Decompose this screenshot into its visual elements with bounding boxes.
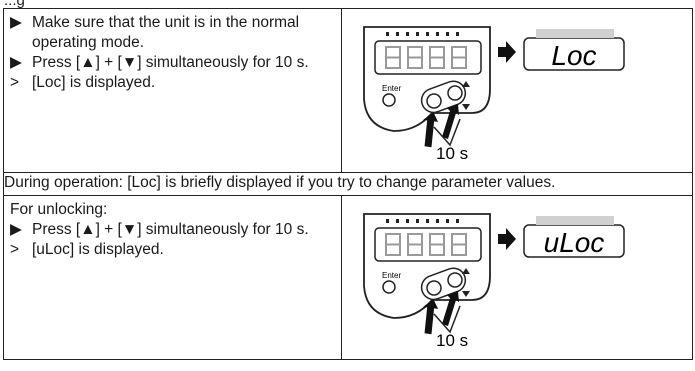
arrow-marker-icon: ▶ [10, 14, 22, 31]
down-triangle-icon [462, 104, 470, 110]
unlock-device-figure: Enter 10 s uLoc [363, 213, 625, 350]
time-bracket [433, 118, 461, 147]
unlock-step-2-text: [uLoc] is displayed. [32, 241, 164, 258]
operation-row: During operation: [Loc] is briefly displ… [3, 172, 693, 196]
press-arrow-down-icon [423, 112, 439, 148]
result-display-text: uLoc [544, 227, 605, 258]
lock-step-3-text: [Loc] is displayed. [32, 74, 156, 91]
lock-figure-cell: Enter 10 s Loc [341, 8, 693, 173]
up-triangle-icon [462, 268, 470, 274]
up-button [447, 85, 463, 101]
lock-step-3: > [Loc] is displayed. [10, 73, 333, 93]
up-triangle-icon [462, 81, 470, 87]
enter-label: Enter [382, 271, 401, 280]
enter-button [382, 93, 396, 107]
result-arrow-icon [498, 41, 516, 63]
unlock-step-1-text: Press [▲] + [▼] simultaneously for 10 s. [32, 221, 309, 238]
down-triangle-icon [462, 291, 470, 297]
indicator-leds [386, 219, 459, 223]
segment-digits-icon [385, 233, 467, 256]
unlock-intro: For unlocking: [10, 201, 108, 218]
result-marker: > [10, 241, 20, 258]
lock-step-2: ▶ Press [▲] + [▼] simultaneously for 10 … [10, 53, 333, 73]
arrow-marker-icon: ▶ [10, 54, 22, 71]
lock-instructions-cell: ▶ Make sure that the unit is in the norm… [3, 8, 342, 173]
arrow-marker-icon: ▶ [10, 221, 22, 238]
down-button [426, 280, 442, 296]
up-button [447, 272, 463, 288]
indicator-leds [386, 32, 459, 36]
time-label: 10 s [436, 144, 468, 163]
unlock-figure-cell: Enter 10 s uLoc [341, 195, 693, 360]
lock-row: ▶ Make sure that the unit is in the norm… [3, 8, 693, 173]
result-arrow-icon [498, 228, 516, 250]
segment-digits-icon [385, 46, 467, 69]
result-leds [536, 29, 614, 38]
display-window [374, 40, 482, 75]
header-fragment: ...g [4, 0, 25, 9]
lock-step-1-text: Make sure that the unit is in the normal… [32, 14, 300, 51]
press-arrow-up-icon [442, 291, 459, 326]
lock-step-1: ▶ Make sure that the unit is in the norm… [10, 13, 333, 53]
result-marker: > [10, 74, 20, 91]
time-label: 10 s [436, 331, 468, 350]
press-arrow-down-icon [423, 299, 439, 335]
enter-label: Enter [382, 84, 401, 93]
unlock-step-1: ▶ Press [▲] + [▼] simultaneously for 10 … [10, 220, 333, 240]
unlock-row: For unlocking: ▶ Press [▲] + [▼] simulta… [3, 195, 693, 360]
press-arrow-up-icon [442, 104, 459, 139]
instruction-table: ▶ Make sure that the unit is in the norm… [3, 8, 693, 360]
result-display-text: Loc [551, 40, 596, 71]
unlock-instructions-cell: For unlocking: ▶ Press [▲] + [▼] simulta… [3, 195, 342, 360]
enter-button [382, 280, 396, 294]
result-leds [536, 216, 614, 225]
unlock-step-2: > [uLoc] is displayed. [10, 240, 333, 260]
lock-step-2-text: Press [▲] + [▼] simultaneously for 10 s. [32, 54, 309, 71]
operation-note: During operation: [Loc] is briefly displ… [3, 172, 693, 196]
lock-device-figure: Enter 10 s Loc [363, 26, 625, 163]
down-button [426, 93, 442, 109]
display-window [374, 227, 482, 262]
time-bracket [433, 305, 461, 334]
